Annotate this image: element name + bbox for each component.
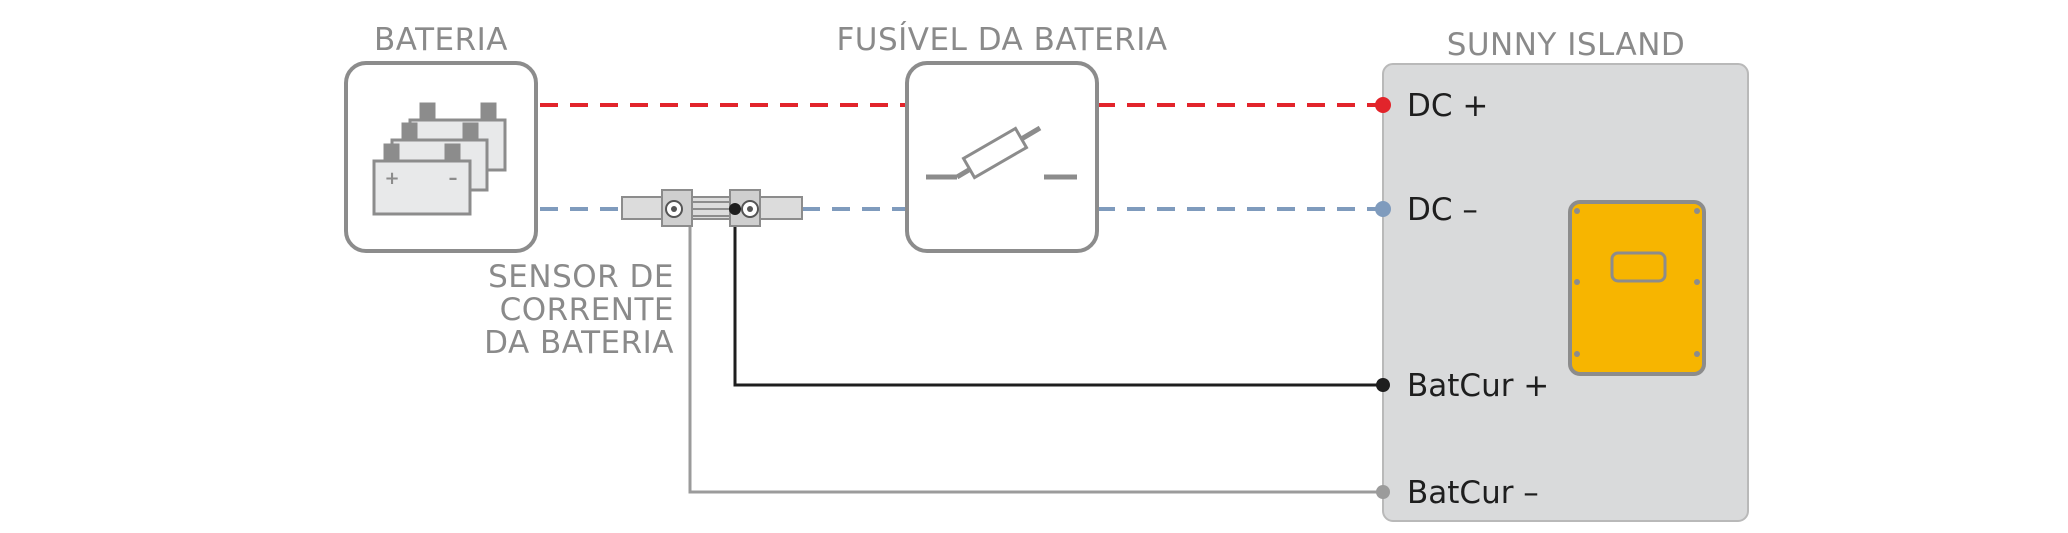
sensor-label-line3: DA BATERIA	[484, 325, 674, 361]
dc-minus-label: DC –	[1407, 192, 1478, 228]
battery-minus-symbol: –	[449, 168, 458, 189]
sensor-label-line2: CORRENTE	[500, 292, 674, 328]
sensor-label-line1: SENSOR DE	[488, 259, 674, 295]
battery-plus-symbol: +	[384, 168, 399, 189]
current-sensor-icon	[621, 189, 803, 227]
fuse-icon	[926, 125, 1077, 180]
battery-icon	[372, 102, 507, 216]
batcur-minus-terminal	[1376, 485, 1390, 499]
batcur-plus-terminal	[1376, 378, 1390, 392]
sunny-island-device-icon	[1568, 200, 1706, 376]
fuse-label: FUSÍVEL DA BATERIA	[836, 22, 1167, 58]
batcur-plus-wire	[733, 209, 1383, 387]
dc-plus-label: DC +	[1407, 88, 1488, 124]
sunny-island-label: SUNNY ISLAND	[1447, 27, 1686, 63]
batcur-plus-label: BatCur +	[1407, 368, 1549, 404]
dc-minus-terminal	[1375, 201, 1391, 217]
sunny-island-panel	[1382, 63, 1749, 522]
batcur-minus-label: BatCur –	[1407, 475, 1539, 511]
dc-plus-terminal	[1375, 97, 1391, 113]
batcur-minus-wire	[688, 209, 1383, 494]
battery-label: BATERIA	[374, 22, 508, 58]
